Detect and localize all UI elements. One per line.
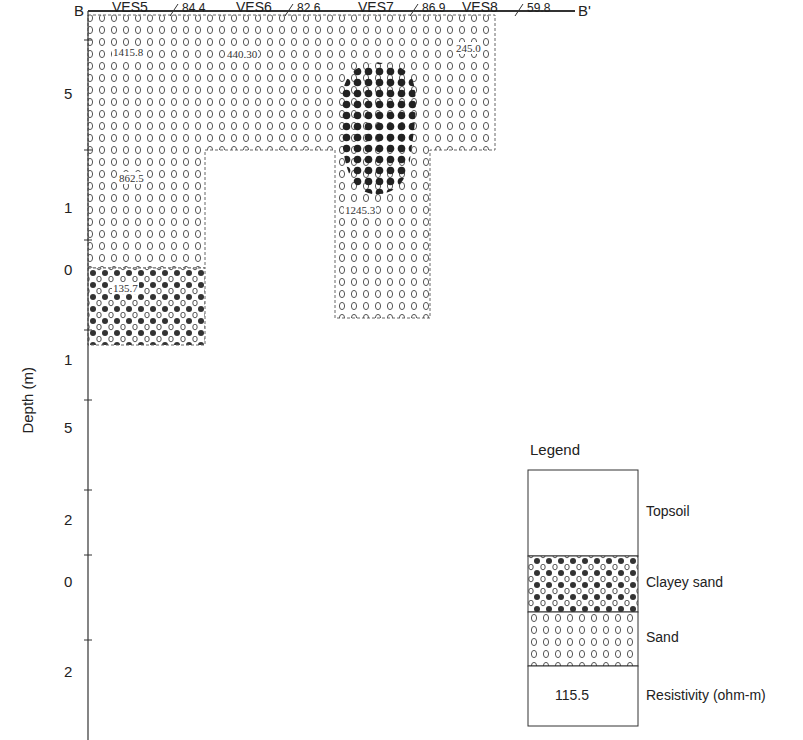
ves-label: VES5 (112, 0, 148, 15)
legend-text: Clayey sand (646, 575, 723, 590)
value-text: 1245.3 (344, 204, 376, 216)
value-text: 245.0 (455, 42, 482, 54)
station-letter: B' (578, 3, 591, 20)
ves-label: VES7 (358, 0, 394, 15)
legend-text: Sand (646, 630, 679, 645)
tick-label: 2 (64, 664, 72, 681)
tick-label: 1 (64, 200, 72, 217)
resistivity-value: 440.30 (226, 44, 258, 62)
station-letter: B (74, 3, 84, 20)
legend-text: Topsoil (646, 504, 690, 519)
legend-text: Resistivity (ohm-m) (646, 688, 766, 703)
resistivity-value: 1415.8 (112, 42, 144, 60)
axis-title: Depth (m) (20, 367, 37, 434)
value-text: 135.7 (112, 282, 139, 294)
tick-label: 1 (64, 352, 72, 369)
value-text: 862.5 (118, 172, 145, 184)
value-text: 1415.8 (112, 46, 144, 58)
tick-label: 0 (64, 262, 72, 279)
elevation: 59.8 (527, 2, 550, 15)
tick-label: 5 (64, 86, 72, 103)
value-text: 440.30 (226, 48, 258, 60)
resistivity-value: 1245.3 (344, 200, 376, 218)
resistivity-value: 245.0 (455, 38, 482, 56)
ves-label: VES8 (462, 0, 498, 15)
resistivity-value: 862.5 (118, 168, 145, 186)
legend-sample-value: 115.5 (555, 688, 589, 703)
legend-title: Legend (530, 442, 580, 459)
elevation: 86.9 (422, 2, 445, 15)
elevation: 82.6 (297, 2, 320, 15)
tick-label: 0 (64, 574, 72, 591)
resistivity-value: 135.7 (112, 278, 139, 296)
tick-label: 2 (64, 512, 72, 529)
elevation: 84.4 (182, 2, 205, 15)
tick-label: 5 (64, 420, 72, 437)
ves-label: VES6 (236, 0, 272, 15)
